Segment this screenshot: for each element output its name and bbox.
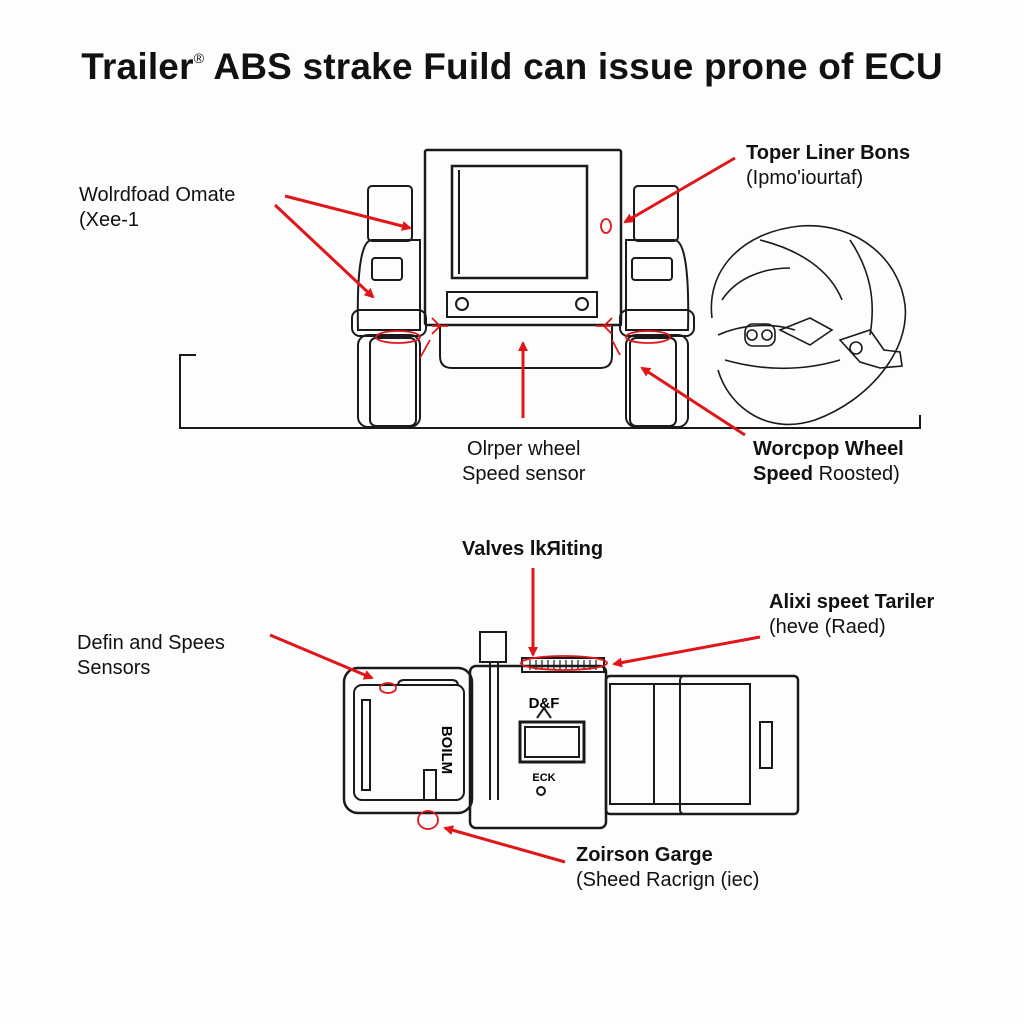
trailer-window (450, 164, 589, 280)
label-valves: Valves lkЯiting (462, 537, 603, 562)
arrow-worcpop (640, 366, 746, 437)
title-main: Trailer (81, 46, 194, 87)
valve-highlight (520, 655, 608, 671)
arrow-zoirson (443, 825, 566, 864)
arrow-defin (269, 633, 374, 680)
label-worldfoad-line2: (Xee-1 (79, 209, 140, 231)
light-bar (446, 291, 598, 318)
label-olrper-line1: Olrper wheel (467, 438, 581, 460)
label-olrper-line2: Speed sensor (462, 463, 586, 485)
label-defin-sensors: Defin and Spees Sensors (77, 631, 225, 681)
label-toper-line1: Toper Liner Bons (746, 142, 911, 164)
arrow-worldfoad-2 (273, 203, 375, 299)
label-alixi-tariler: Alixi speet Tariler (heve (Raed) (769, 590, 934, 640)
label-toper-line2: (Ipmo'iourtaf) (746, 167, 864, 189)
left-wheel (357, 334, 421, 428)
module-top-label: D&F (529, 695, 560, 712)
label-worldfoad-omate: Wolrdfoad Omate (Xee-1 (79, 183, 235, 233)
label-defin-line1: Defin and Spees (77, 632, 225, 654)
arrow-worldfoad-1 (284, 194, 412, 231)
label-worcpop-line2-bold: Speed (753, 463, 814, 485)
title-rest: ABS strake Fuild can issue prone of ECU (213, 46, 943, 87)
label-alixi-line1: Alixi speet Tariler (769, 591, 935, 613)
label-zoirson-garge: Zoirson Garge (Sheed Racrign (iec) (576, 843, 759, 893)
label-worcpop-line1: Worcpop Wheel (753, 438, 904, 460)
label-defin-line2: Sensors (77, 657, 151, 679)
label-worcpop-wheel: Worcpop Wheel Speed Roosted) (753, 437, 904, 487)
label-alixi-line2: (heve (Raed) (769, 616, 886, 638)
trailer-front-illustration (179, 148, 921, 429)
left-housing (342, 666, 474, 815)
arrow-alixi (612, 635, 761, 668)
page-title: Trailer® ABS strake Fuild can issue pron… (0, 46, 1024, 88)
module-side-label: BOILM (438, 726, 455, 774)
label-zoirson-line2: (Sheed Racrign (iec) (576, 869, 760, 891)
label-worcpop-line2-rest: Roosted) (813, 463, 900, 485)
label-valves-line1: Valves lkЯiting (462, 538, 604, 560)
registered-mark: ® (193, 50, 205, 66)
label-toper-liner: Toper Liner Bons (Ipmo'iourtaf) (746, 141, 910, 191)
ground-line (179, 354, 921, 429)
abs-module-illustration (342, 631, 800, 830)
ecu-display (518, 720, 586, 764)
label-worldfoad-line1: Wolrdfoad Omate (79, 184, 236, 206)
label-olrper-wheel: Olrper wheel Speed sensor (462, 437, 585, 487)
module-bottom-label: ECK (532, 772, 555, 784)
brake-assembly-illustration (710, 225, 907, 426)
callout-arrows (269, 156, 761, 864)
right-housing (604, 674, 800, 816)
right-wheel (625, 334, 689, 428)
arrow-toper (623, 156, 736, 224)
label-zoirson-line1: Zoirson Garge (576, 844, 713, 866)
trailer-body (423, 148, 623, 327)
sensor-highlights (375, 218, 671, 830)
